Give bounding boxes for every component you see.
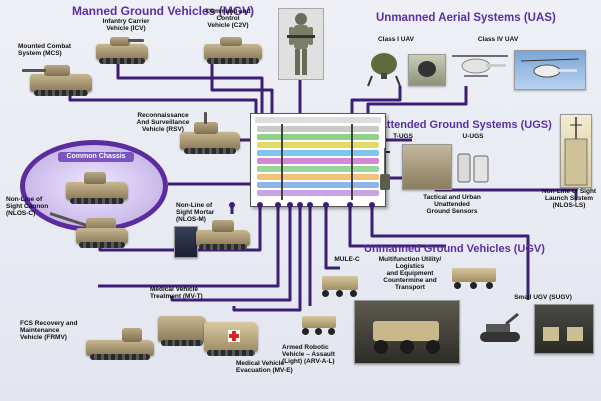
hub-title-bar [255,117,381,123]
icv-vehicle [96,36,148,66]
mule-c-vehicle [318,268,364,302]
link-c2v [210,58,274,113]
uav-photo-icon [418,61,436,77]
sugv-photo [534,304,594,354]
mule-t-vehicle [450,262,500,296]
t-ugs-sensor [374,146,396,192]
class-i-uav [364,48,404,88]
common-chassis-vehicle [66,168,128,208]
soldier-icon [287,13,315,75]
sensor-icon [380,148,390,190]
ugv-header: Unmanned Ground Vehicles (UGV) [364,243,545,255]
u-ugs-label: U-UGS [462,133,484,140]
link-icv [116,62,264,113]
mule-photo [354,300,460,364]
class-iv-uav-label: Class IV UAV [477,36,519,43]
sugv-photo-icon [543,327,583,341]
nlos-m-vehicle [196,216,252,256]
mv-e-vehicle [204,316,260,362]
u-ugs-sensor [456,146,492,186]
t-ugs-photo [402,144,452,190]
helicopter-photo-icon [520,58,580,78]
class-iv-uav [450,48,510,88]
nlos-ls-launcher [560,114,592,188]
link-mv-t [170,205,292,302]
soldier-figure [278,8,324,80]
mgv-header: Manned Ground Vehicles (MGV) [72,4,255,18]
link-sugv [370,205,530,300]
robot-vehicle-icon [480,312,520,342]
arv-a-l-vehicle [300,312,340,342]
rsv-vehicle [180,112,244,158]
sensor-box-icon [457,153,489,183]
robot-vehicle-photo-icon [373,321,440,354]
mcs-vehicle [22,62,92,98]
c2v-vehicle [204,36,262,66]
class-i-uav-label: Class I UAV [377,36,414,43]
uas-header: Unmanned Aerial Systems (UAS) [376,12,556,24]
network-hub [250,113,386,207]
link-class-i [350,86,402,113]
link-mule-t [348,205,446,248]
ugs-header: Unattended Ground Systems (UGS) [366,119,552,131]
link-frmv [98,205,280,288]
link-mule-c [324,205,340,270]
link-mcs [68,92,258,113]
launcher-icon [564,117,588,186]
class-iv-uav-photo [514,50,586,90]
link-class-iv [366,86,468,113]
frmv-vehicle [86,326,156,366]
red-cross-icon [228,330,240,342]
nlos-m-photo [174,226,198,258]
uav-drone-icon [367,53,401,87]
sugv-label: Small UGV (SUGV) [514,294,572,301]
sugv-robot [476,312,526,348]
mule-c-label: MULE-C [334,256,360,263]
t-ugs-label: T-UGS [393,133,413,140]
helicopter-icon [452,55,508,77]
mv-t-vehicle [158,308,208,352]
common-chassis-label: Common Chassis [58,152,134,162]
class-i-uav-photo [408,54,446,86]
link-mv-e [232,205,302,312]
nlos-c-vehicle [49,206,130,250]
